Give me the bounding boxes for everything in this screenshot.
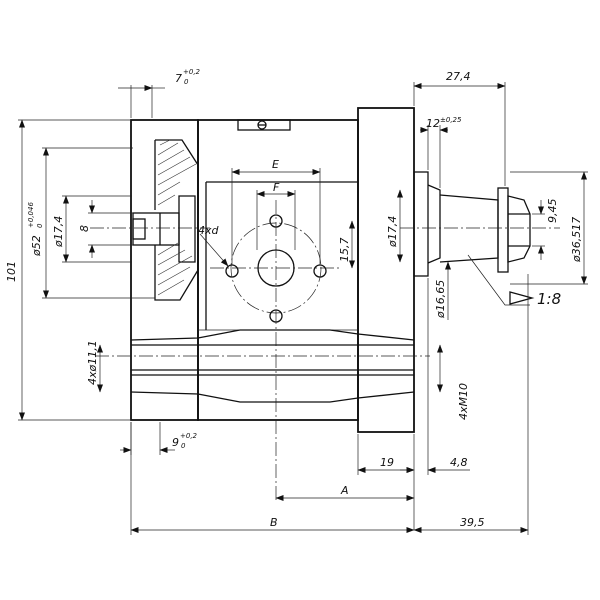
dim-12: 12 (426, 117, 440, 130)
dim-9-45: 9,45 (546, 199, 559, 224)
rear-section (132, 139, 199, 301)
dim-4xM10: 4xM10 (457, 383, 470, 420)
dim-7: 7 (175, 72, 182, 85)
dim-8: 8 (78, 225, 91, 232)
dim-F: F (273, 181, 280, 194)
dim-4-8: 4,8 (450, 456, 468, 469)
dim-9-tol-upper: +0,2 (180, 432, 198, 440)
dim-E: E (272, 158, 279, 171)
taper-ratio: 1:8 (537, 290, 561, 308)
dim-4xd: 4xd (198, 224, 220, 237)
dim-52: ø52 (30, 235, 43, 257)
dim-39-5: 39,5 (460, 516, 485, 529)
dim-17-4-right: ø17,4 (386, 216, 399, 248)
dim-9: 9 (172, 436, 179, 449)
dim-12-tol: ±0,25 (440, 116, 462, 124)
dim-52-tol-lower: 0 (36, 223, 44, 228)
dim-A: A (340, 484, 349, 497)
dim-27-4: 27,4 (446, 70, 471, 83)
dim-4x11-1: 4xø11,1 (86, 340, 99, 385)
dim-19: 19 (380, 456, 394, 469)
dim-17-4-left: ø17,4 (52, 216, 65, 248)
dim-15-7: 15,7 (338, 238, 351, 263)
dimension-labels: 7 +0,2 0 27,4 12 ±0,25 101 ø52 +0,046 0 … (5, 68, 583, 529)
dimension-lines (18, 82, 588, 535)
front-face (210, 200, 342, 500)
pump-body (130, 107, 415, 433)
drive-shaft (90, 171, 560, 277)
bottom-port (95, 329, 430, 403)
dim-16-65: ø16,65 (434, 280, 447, 319)
dim-101: 101 (5, 261, 18, 282)
dim-B: B (270, 516, 278, 529)
dim-9-tol-lower: 0 (181, 442, 186, 450)
dim-52-tol-upper: +0,046 (27, 202, 35, 228)
dim-36-517: ø36,517 (570, 217, 583, 263)
dim-7-tol-lower: 0 (184, 78, 189, 86)
dim-7-tol-upper: +0,2 (183, 68, 201, 76)
